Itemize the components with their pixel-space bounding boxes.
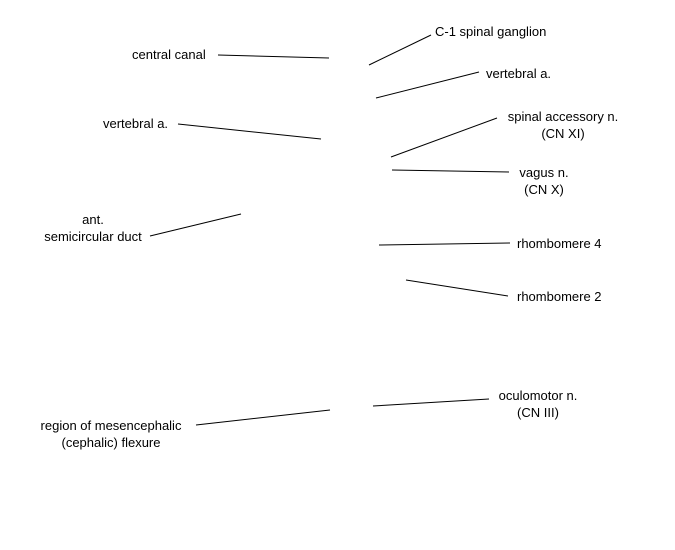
label-oculomotor-nerve: oculomotor n. (CN III) xyxy=(498,388,578,420)
leader-vagus xyxy=(391,169,510,173)
label-vertebral-artery-right: vertebral a. xyxy=(486,66,552,81)
leader-c1-spinal-ganglion xyxy=(368,34,432,66)
label-spinal-accessory-nerve: spinal accessory n. (CN XI) xyxy=(507,109,619,141)
label-rhombomere-4: rhombomere 4 xyxy=(517,236,602,251)
label-rhombomere-2: rhombomere 2 xyxy=(517,289,602,304)
label-ant-semicircular-duct: ant. semicircular duct xyxy=(44,212,142,244)
leader-ant-semicircular-duct xyxy=(149,213,242,237)
leader-mesencephalic-flexure xyxy=(195,409,331,426)
leader-rhombomere-4 xyxy=(378,242,511,246)
leader-vertebral-left xyxy=(177,123,322,140)
label-mesencephalic-flexure: region of mesencephalic (cephalic) flexu… xyxy=(40,418,182,450)
label-c1-spinal-ganglion: C-1 spinal ganglion xyxy=(435,24,547,39)
label-vagus-nerve: vagus n. (CN X) xyxy=(519,165,569,197)
label-central-canal: central canal xyxy=(132,47,206,62)
leader-spinal-accessory xyxy=(390,117,498,158)
leader-vertebral-right xyxy=(375,71,480,99)
leader-oculomotor xyxy=(372,398,490,407)
leader-central-canal xyxy=(217,54,330,59)
leader-rhombomere-2 xyxy=(405,279,509,297)
label-vertebral-artery-left: vertebral a. xyxy=(103,116,169,131)
